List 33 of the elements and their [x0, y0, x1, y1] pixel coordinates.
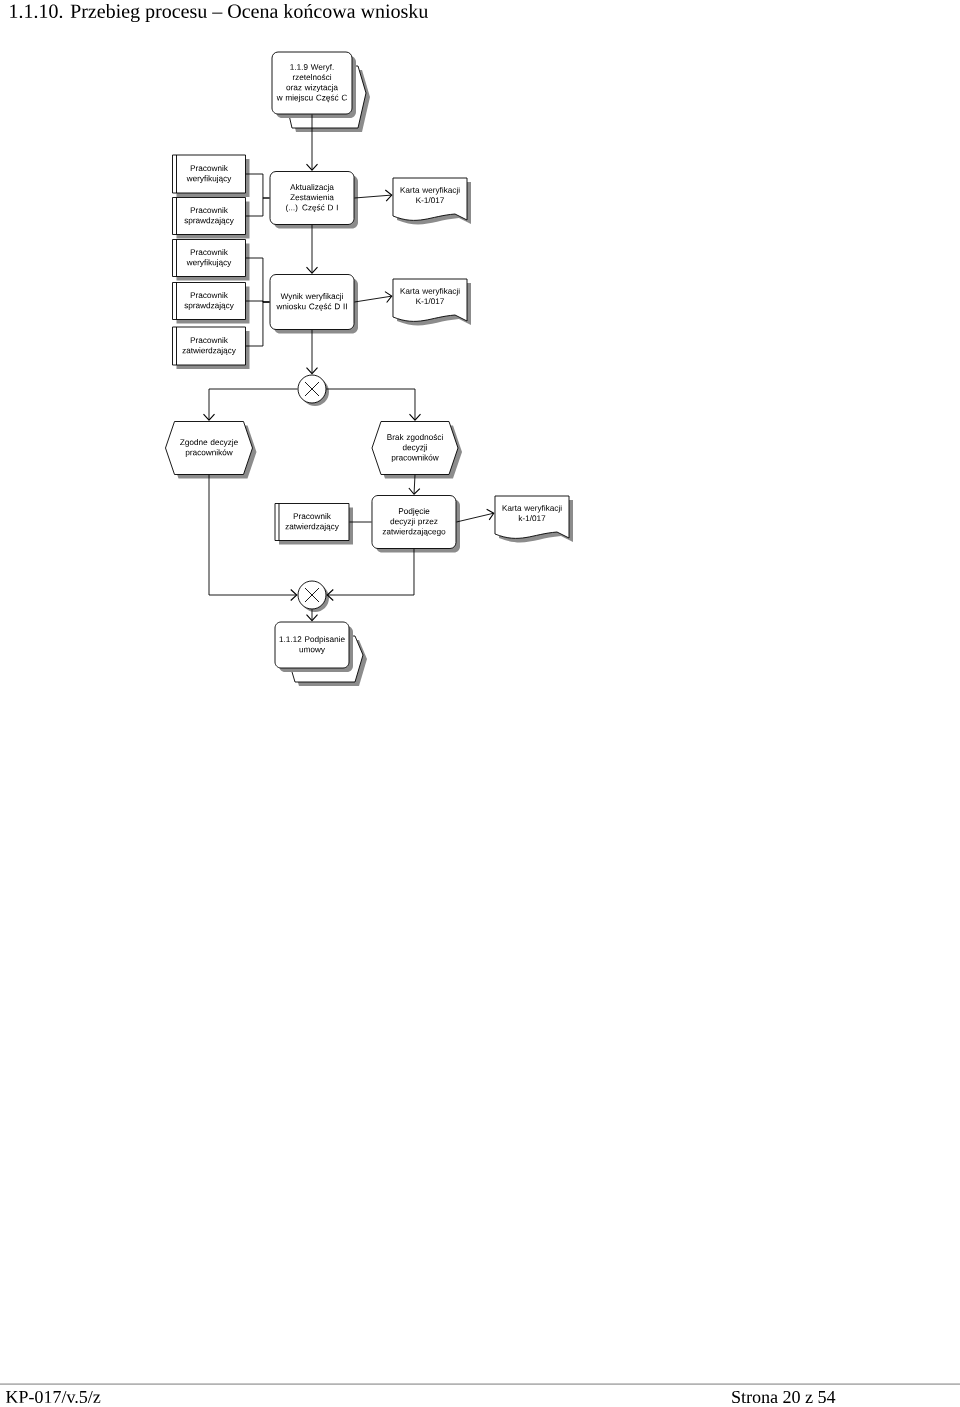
node-label: Pracownik sprawdzający [184, 292, 234, 310]
event-hexagon: Brak zgodności decyzji pracowników [371, 421, 462, 479]
process-interface-box: 1.1.9 Weryf. rzetelności oraz wizytacja w miejscu Część C [271, 51, 370, 132]
connector-line [349, 521, 372, 523]
process-box: Wynik weryfikacji wniosku Część D II [269, 274, 358, 334]
xor-gateway-circle [297, 580, 329, 612]
arrow [326, 548, 415, 602]
event-hexagon: Zgodne decyzje pracowników [165, 421, 257, 479]
arrow [208, 474, 298, 602]
arrow [202, 388, 298, 422]
footer-text: Strona 20 z 54 [732, 1390, 836, 1404]
role-box: Pracownik weryfikujący [172, 239, 250, 281]
arrow [354, 291, 393, 304]
xor-gateway-circle [297, 374, 329, 406]
footer-text: KP-017/v.5/z [5, 1390, 101, 1404]
connector-line [245, 197, 270, 217]
connector-line [245, 301, 270, 347]
process-box: Aktualizacja Zestawienia (...) Część D I [269, 171, 358, 229]
role-box: Pracownik zatwierdzający [172, 326, 250, 369]
role-box: Pracownik zatwierdzający [274, 503, 353, 545]
process-box: Podjęcie decyzji przez zatwierdzającego [371, 495, 460, 553]
page-title: 1.1.10. Przebieg procesu – Ocena końcowa wniosku [10, 3, 428, 23]
arrow [354, 189, 393, 202]
arrow [305, 114, 319, 172]
arrow [326, 388, 422, 422]
role-box: Pracownik sprawdzający [172, 197, 250, 239]
role-box: Pracownik sprawdzający [172, 282, 250, 324]
role-box: Pracownik weryfikujący [172, 154, 250, 197]
arrow [456, 508, 495, 523]
arrow [408, 474, 421, 496]
process-interface-box: 1.1.12 Podpisanie umowy [274, 621, 367, 686]
arrow [305, 329, 319, 375]
arrow [305, 224, 319, 275]
